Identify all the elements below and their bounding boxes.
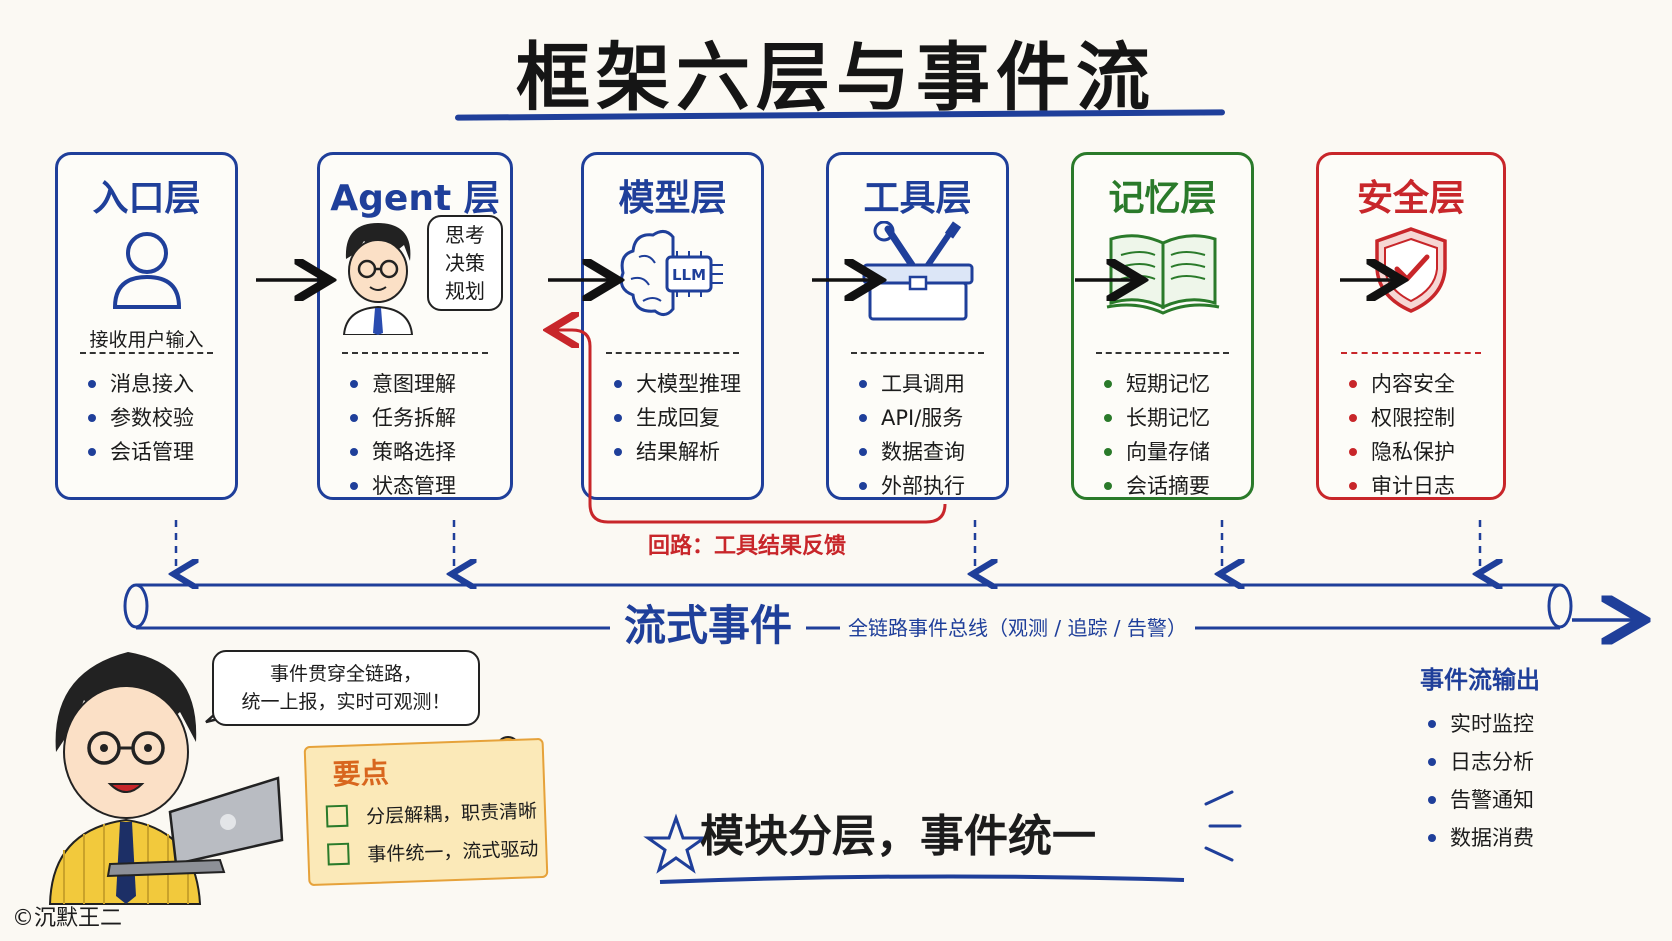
checkbox-icon xyxy=(327,842,350,866)
note-title: 要点 xyxy=(332,756,390,792)
list-item: 日志分析 xyxy=(1420,743,1630,781)
note-line: 事件统一，流式驱动 xyxy=(367,838,539,867)
list-item: 任务拆解 xyxy=(342,401,502,435)
layer-items: 大模型推理 生成回复 结果解析 xyxy=(606,367,753,469)
key-points-note: 要点 分层解耦，职责清晰 事件统一，流式驱动 xyxy=(303,737,549,887)
layer-items: 消息接入 参数校验 会话管理 xyxy=(80,367,227,469)
layer-title: 安全层 xyxy=(1356,178,1465,219)
list-item: 结果解析 xyxy=(606,435,753,469)
output-title: 事件流输出 xyxy=(1420,666,1540,694)
note-line: 分层解耦，职责清晰 xyxy=(365,800,538,829)
list-item: 数据查询 xyxy=(851,435,998,469)
divider xyxy=(1341,352,1481,354)
checkbox-icon xyxy=(325,804,349,828)
layer-entry: 入口层 接收用户输入 消息接入 参数校验 会话管理 xyxy=(55,152,238,500)
layer-title: 入口层 xyxy=(92,178,201,219)
divider xyxy=(851,352,984,354)
divider xyxy=(606,352,739,354)
event-bus-description: 全链路事件总线（观测 / 追踪 / 告警） xyxy=(840,612,1195,641)
list-item: 内容安全 xyxy=(1341,367,1495,401)
feedback-loop-label: 回路：工具结果反馈 xyxy=(648,534,847,559)
layer-model: 模型层 LLM 大模型推理 生成回复 结果解析 xyxy=(581,152,764,500)
list-item: 向量存储 xyxy=(1096,435,1243,469)
layer-title: 记忆层 xyxy=(1108,178,1217,219)
layer-items: 工具调用 API/服务 数据查询 外部执行 xyxy=(851,367,998,503)
divider xyxy=(342,352,488,354)
list-item: 长期记忆 xyxy=(1096,401,1243,435)
list-item: 会话管理 xyxy=(80,435,227,469)
agent-thought-bubble: 思考 决策 规划 xyxy=(427,215,503,311)
layer-agent: Agent 层 思考 决策 规划 意图理解 任务拆解 策略选择 状态管理 xyxy=(317,152,513,500)
slogan-underline xyxy=(659,874,1185,884)
layer-security: 安全层 内容安全 权限控制 隐私保护 审计日志 xyxy=(1316,152,1506,500)
list-item: 实时监控 xyxy=(1420,705,1630,743)
list-item: 大模型推理 xyxy=(606,367,753,401)
list-item: 参数校验 xyxy=(80,401,227,435)
list-item: 意图理解 xyxy=(342,367,502,401)
toolbox-icon xyxy=(862,221,973,321)
star-icon xyxy=(643,813,709,874)
llm-chip-label: LLM xyxy=(671,266,705,284)
divider xyxy=(80,352,213,354)
slogan: 模块分层，事件统一 xyxy=(700,811,1096,862)
list-item: 生成回复 xyxy=(606,401,753,435)
stream-event-label: 流式事件 xyxy=(610,592,807,653)
list-item: 外部执行 xyxy=(851,469,998,503)
list-item: 消息接入 xyxy=(80,367,227,401)
list-item: 隐私保护 xyxy=(1341,435,1495,469)
list-item: 数据消费 xyxy=(1420,819,1630,857)
list-item: 权限控制 xyxy=(1341,401,1495,435)
layer-items: 意图理解 任务拆解 策略选择 状态管理 xyxy=(342,367,502,503)
layer-tool: 工具层 工具调用 API/服务 数据查询 外部执行 xyxy=(826,152,1009,500)
list-item: 会话摘要 xyxy=(1096,469,1243,503)
list-item: 短期记忆 xyxy=(1096,367,1243,401)
list-item: API/服务 xyxy=(851,401,998,435)
character-with-laptop xyxy=(48,652,284,905)
layer-items: 短期记忆 长期记忆 向量存储 会话摘要 xyxy=(1096,367,1243,503)
layer-title: 工具层 xyxy=(863,178,972,219)
page-title: 框架六层与事件流 xyxy=(516,35,1156,121)
brain-chip-icon: LLM xyxy=(619,230,723,316)
divider xyxy=(1096,352,1229,354)
output-items: 实时监控 日志分析 告警通知 数据消费 xyxy=(1420,705,1630,857)
list-item: 状态管理 xyxy=(342,469,502,503)
list-item: 策略选择 xyxy=(342,435,502,469)
list-item: 工具调用 xyxy=(851,367,998,401)
feedback-loop-arrow xyxy=(552,330,947,524)
layer-items: 内容安全 权限控制 隐私保护 审计日志 xyxy=(1341,367,1495,503)
event-output-panel: 事件流输出 实时监控 日志分析 告警通知 数据消费 xyxy=(1420,660,1630,857)
copyright: ©沉默王二 xyxy=(12,906,123,931)
layer-memory: 记忆层 短期记忆 长期记忆 向量存储 会话摘要 xyxy=(1071,152,1254,500)
list-item: 审计日志 xyxy=(1341,469,1495,503)
agent-avatar-icon xyxy=(342,223,414,335)
layer-subtitle: 接收用户输入 xyxy=(89,329,204,351)
layer-title: 模型层 xyxy=(618,178,727,219)
layer-title: Agent 层 xyxy=(330,178,500,219)
character-speech-bubble: 事件贯穿全链路， 统一上报，实时可观测！ xyxy=(212,650,480,726)
emphasis-lines xyxy=(1204,790,1242,862)
user-icon xyxy=(112,232,181,309)
list-item: 告警通知 xyxy=(1420,781,1630,819)
